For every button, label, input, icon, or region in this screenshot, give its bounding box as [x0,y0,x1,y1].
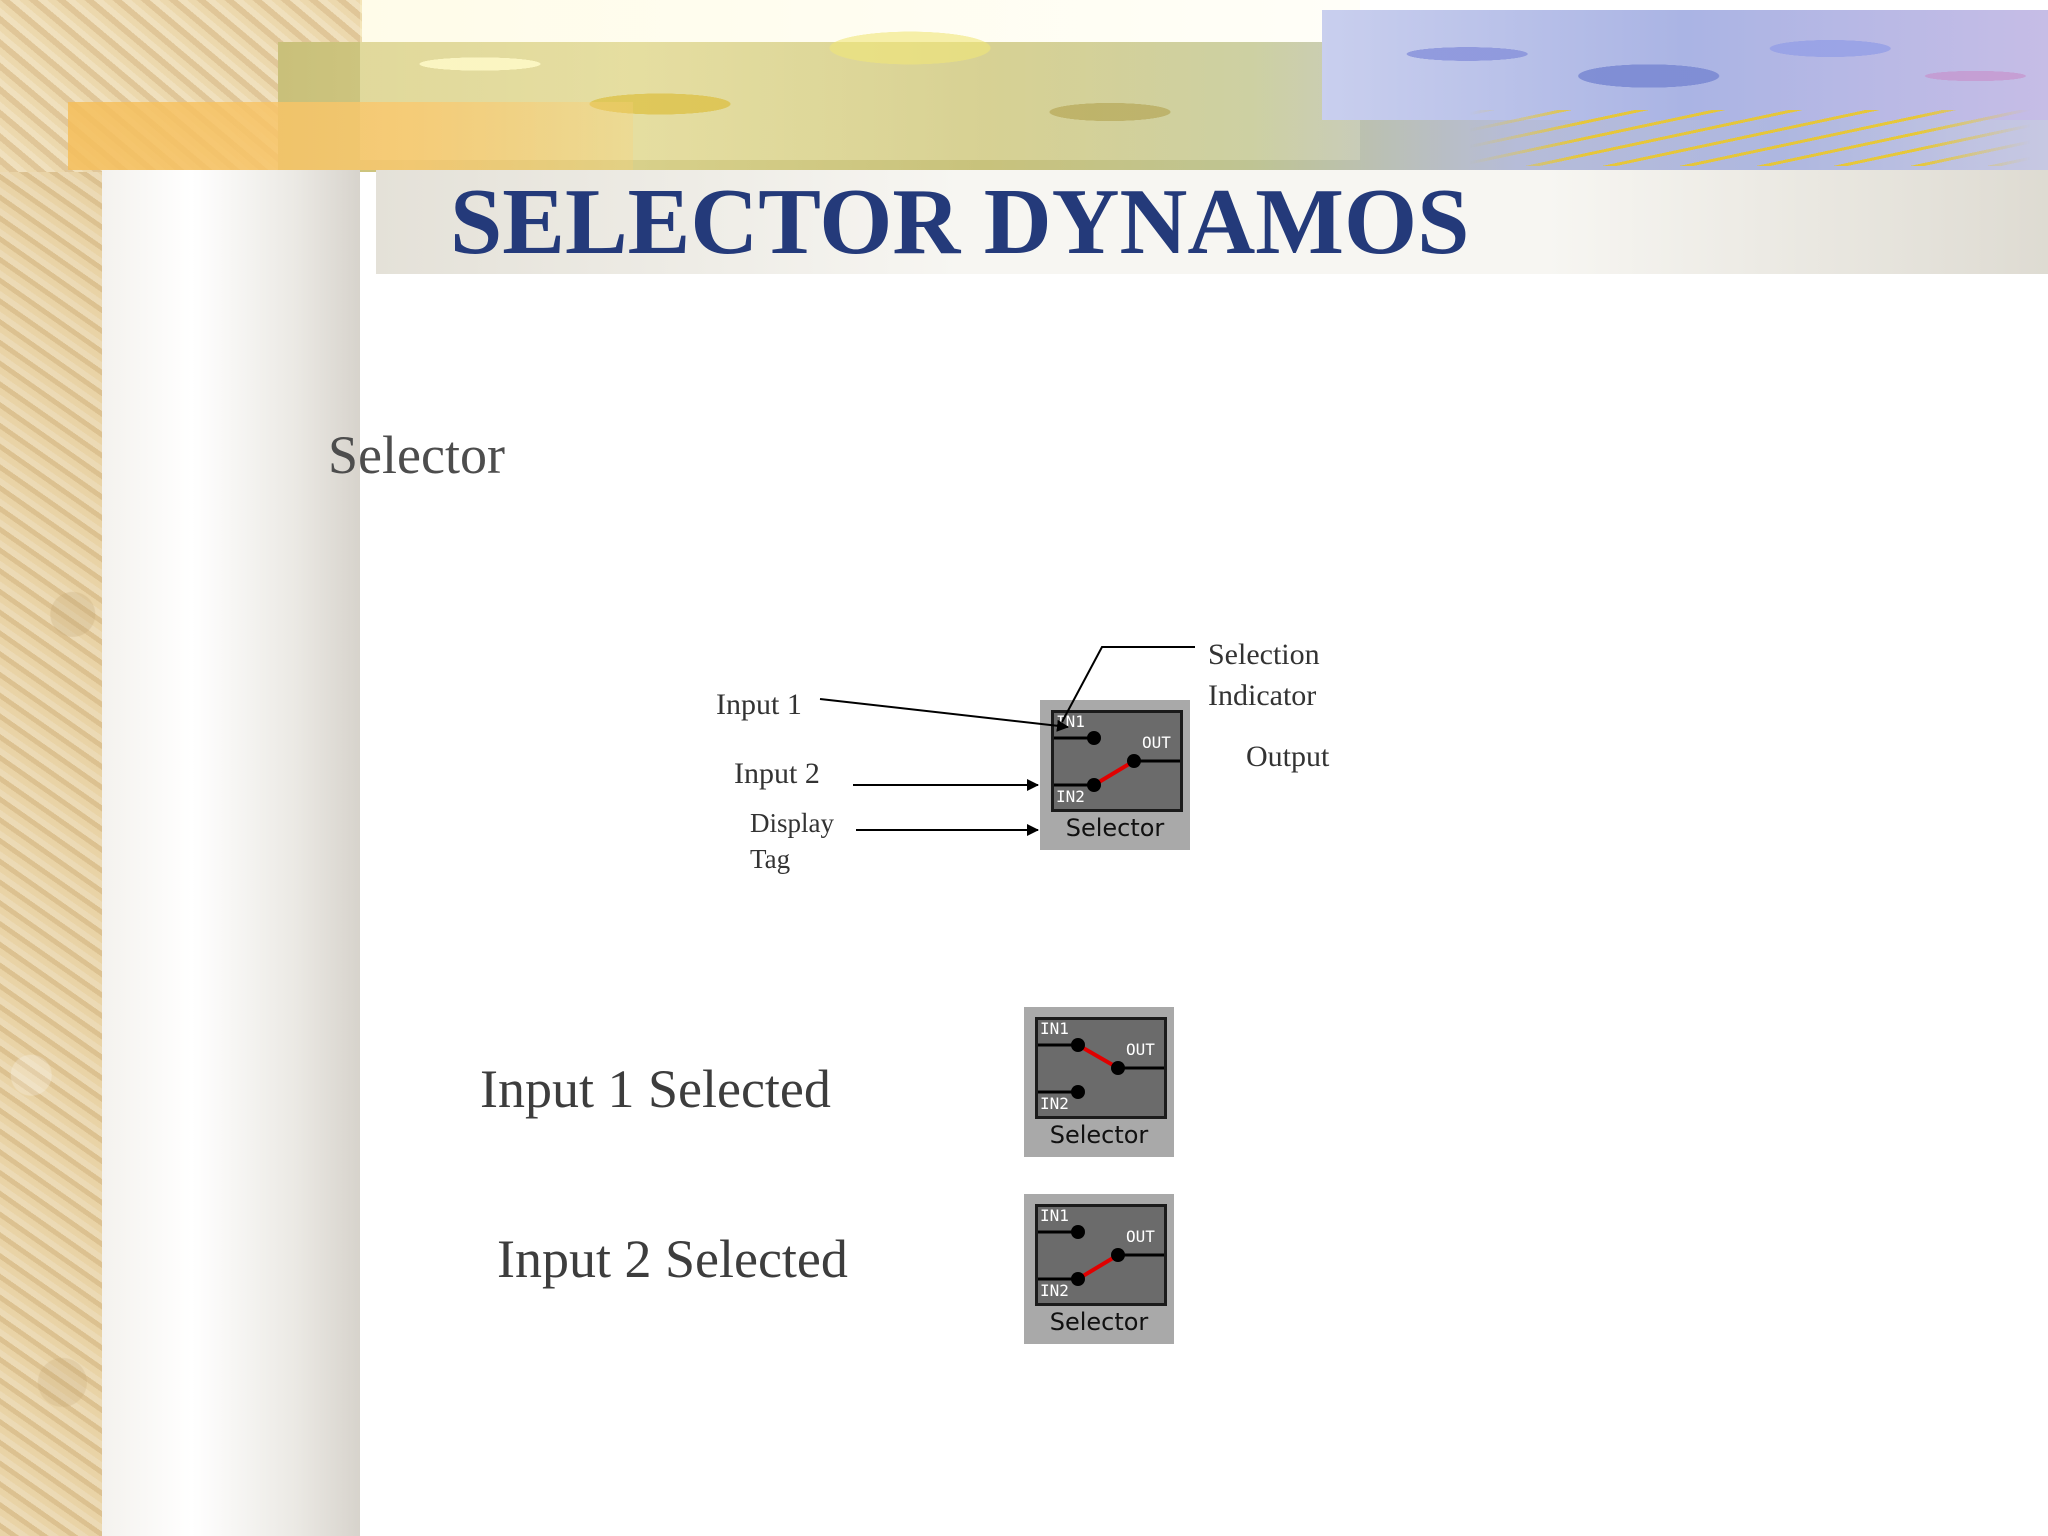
textured-paper-strip [0,0,104,1536]
in2-port-label: IN2 [1040,1094,1069,1113]
selection-indicator-line [1092,759,1136,787]
switch-graphic [1054,731,1180,792]
switch-graphic [1038,1038,1164,1099]
example-label-input-1: Input 1 Selected [480,1059,831,1119]
display-tag: Selector [1049,1121,1149,1149]
in2-contact [1087,778,1101,792]
selection-indicator-line [1077,1043,1119,1070]
selector-screen: IN1 IN2 OUT [1035,1204,1167,1306]
in2-contact [1071,1085,1085,1099]
switch-graphic [1038,1225,1164,1286]
out-contact [1127,754,1141,768]
in1-port-label: IN1 [1040,1206,1069,1225]
display-tag-callout-line1: Display [750,808,834,838]
in1-contact [1071,1225,1085,1239]
selector-screen: IN1 IN2 OUT [1035,1017,1167,1119]
selection-indicator-line [1076,1253,1120,1281]
display-tag: Selector [1065,814,1165,842]
out-contact [1111,1061,1125,1075]
in1-contact [1087,731,1101,745]
slide-title: SELECTOR DYNAMOS [450,170,1470,274]
selector-widget-input-2: IN1 IN2 OUT Selector [1024,1194,1174,1344]
input-2-callout: Input 2 [734,757,820,790]
selector-screen: IN1 IN2 OUT [1051,710,1183,812]
output-callout: Output [1246,740,1330,773]
section-heading: Selector [328,425,505,485]
input-1-callout: Input 1 [716,688,802,721]
out-port-label: OUT [1142,733,1171,752]
orange-band [68,102,633,170]
out-port-label: OUT [1126,1227,1155,1246]
selection-indicator-leader [1061,646,1195,723]
decorative-column [102,170,360,1536]
in2-port-label: IN2 [1056,787,1085,806]
in2-port-label: IN2 [1040,1281,1069,1300]
in2-contact [1071,1272,1085,1286]
selection-indicator-callout-line2: Indicator [1208,679,1317,712]
input-1-arrow [819,698,1069,732]
wheat-artwork [1470,110,2030,166]
example-label-input-2: Input 2 Selected [497,1229,848,1289]
selector-widget-input-1: IN1 IN2 OUT Selector [1024,1007,1174,1157]
blue-flower-artwork [1322,10,2048,120]
selector-widget: IN1 IN2 OUT Selector [1040,700,1190,850]
display-tag-callout-line2: Tag [750,844,791,874]
out-contact [1111,1248,1125,1262]
out-port-label: OUT [1126,1040,1155,1059]
selection-indicator-callout-line1: Selection [1208,638,1320,671]
in1-contact [1071,1038,1085,1052]
title-bar [376,170,2048,274]
in1-port-label: IN1 [1040,1019,1069,1038]
display-tag: Selector [1049,1308,1149,1336]
